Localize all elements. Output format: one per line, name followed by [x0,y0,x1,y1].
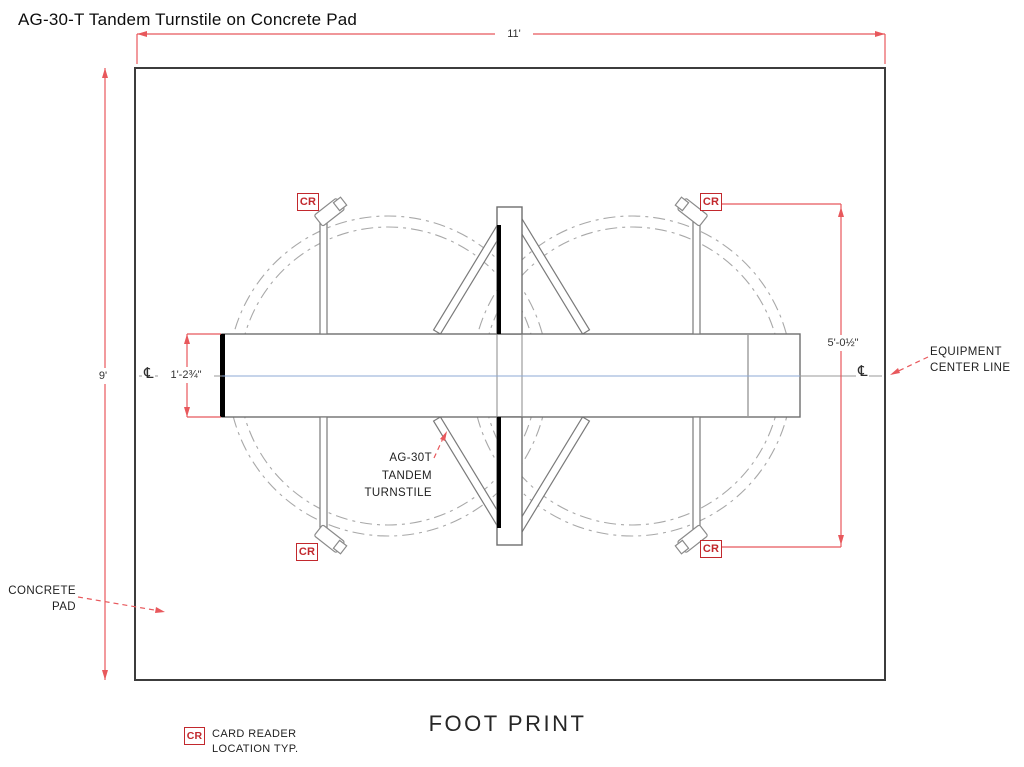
post-bottom-right [692,416,701,539]
card-reader-marker-bottom-right: CR [700,540,722,558]
card-reader-marker-top-right: CR [700,193,722,211]
dimension-card-reader-span: 5'-0½" [814,335,872,351]
centerline-symbol-left: ℄ [142,365,156,382]
center-column-upper [496,206,523,335]
legend-card-reader-symbol: CR [184,727,205,745]
reader-head-bottom-right [674,524,708,555]
reader-head-top-right [674,196,708,227]
card-reader-heads [314,196,708,555]
centerline-symbol-right: ℄ [856,363,870,380]
turnstile-label: AG-30T TANDEM TURNSTILE [364,452,432,499]
dimension-pad-width: 11' [495,26,533,42]
post-top-left [319,220,328,335]
dimension-cabinet-depth: 1'-2¾" [158,367,214,383]
concrete-pad-leader [77,596,161,612]
dimension-arrowheads [102,31,900,680]
legend-text: CARD READER LOCATION TYP. [212,728,299,755]
equipment-center-line-label: EQUIPMENT CENTER LINE [930,346,1011,374]
center-column-lower [496,416,523,546]
reader-head-top-left [314,196,348,227]
page-title: AG-30-T Tandem Turnstile on Concrete Pad [18,10,358,29]
post-bottom-left [319,416,328,540]
center-column [496,206,523,546]
equipment-centerline-leader [891,356,929,375]
card-reader-marker-top-left: CR [297,193,319,211]
post-top-right [692,214,701,335]
drawing-title: FOOT PRINT [428,711,587,736]
concrete-pad-label: CONCRETE PAD [8,585,76,613]
reader-head-bottom-left [314,524,348,555]
card-reader-marker-bottom-left: CR [296,543,318,561]
dimension-pad-depth: 9' [89,368,117,384]
